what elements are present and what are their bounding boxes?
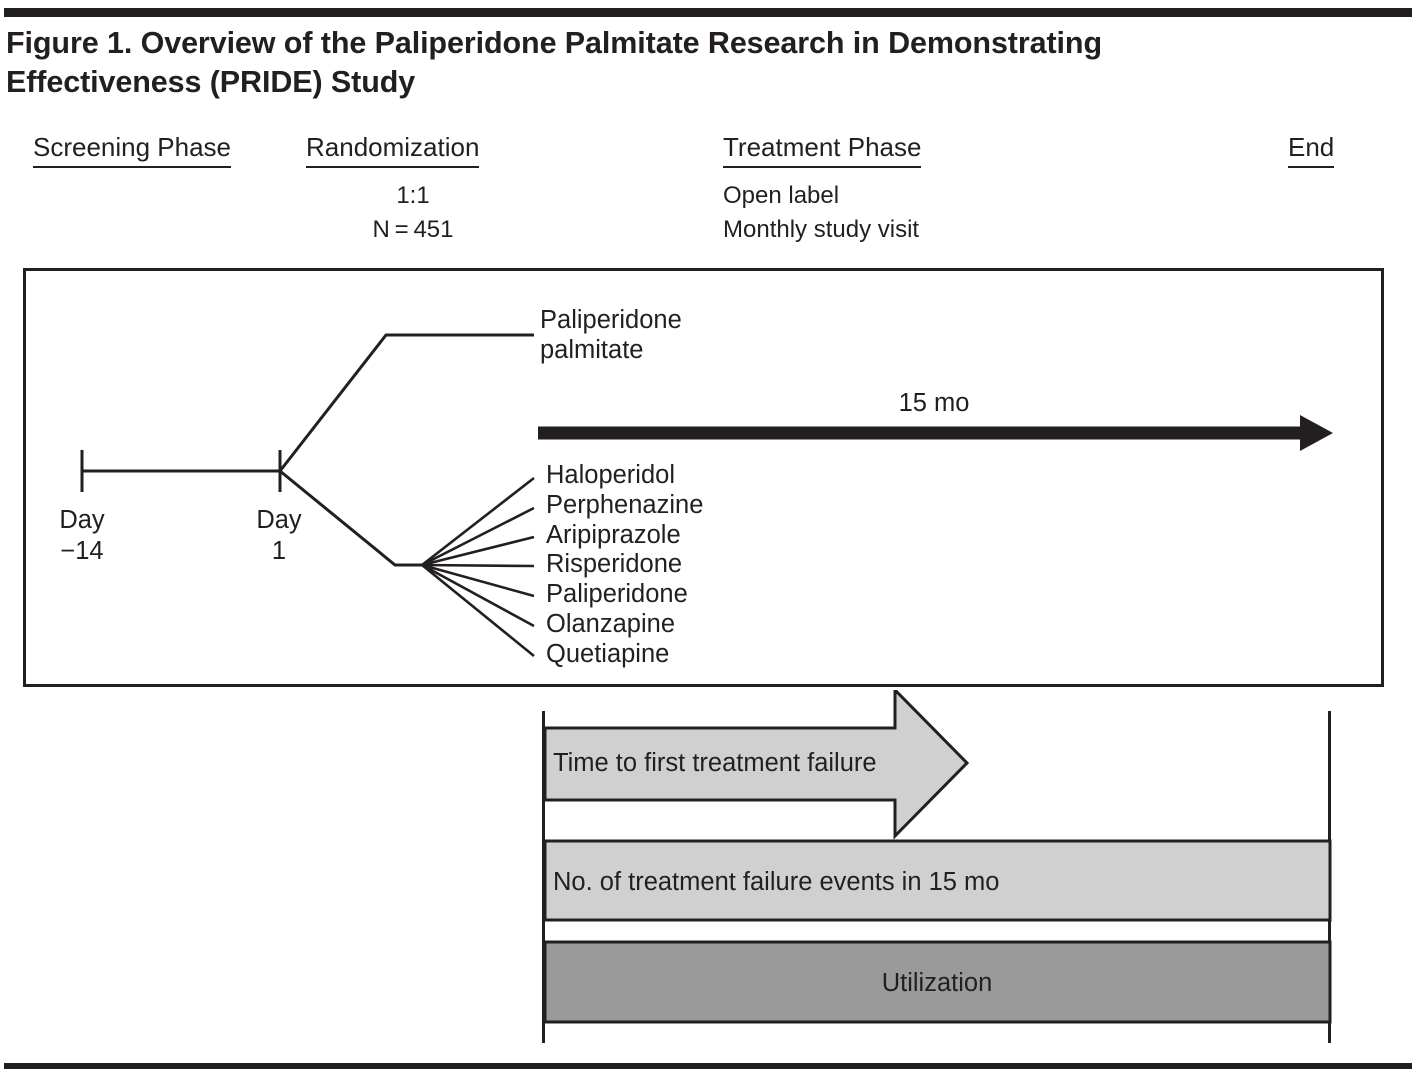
branch-comparator-fan (421, 476, 535, 658)
treatment-open-label: Open label (723, 182, 840, 209)
fan-line-aripiprazole (421, 535, 535, 567)
branch-comparator-trunk (279, 469, 422, 567)
screening-timeline (80, 450, 282, 492)
list-item: Aripiprazole (546, 520, 681, 549)
outcome-shape-number-of-failure-events (543, 839, 1332, 922)
outcome-label-utilization: Utilization (881, 969, 993, 997)
phase-header-end: End (1288, 132, 1335, 169)
list-item: Paliperidone (546, 580, 688, 609)
arm-intervention-line1: Paliperidone (540, 306, 682, 334)
fan-line-paliperidone (421, 563, 535, 598)
timeline-label-day-minus-14: Day −14 (22, 505, 142, 567)
day-1-line1: Day (256, 506, 302, 534)
outcome-shape-utilization (543, 940, 1332, 1024)
study-design-box (23, 268, 1384, 687)
randomization-ratio: 1:1 (396, 182, 430, 209)
fan-line-perphenazine (421, 506, 535, 567)
outcome-shape-time-to-first-failure (543, 690, 970, 840)
phase-header-randomization: Randomization (306, 132, 480, 169)
duration-label: 15 mo (898, 389, 970, 417)
treatment-monthly-visit: Monthly study visit (723, 216, 920, 243)
bottom-rule (4, 1063, 1412, 1069)
outcomes-graphics (542, 690, 1332, 1043)
randomization-sample-size: N = 451 (372, 216, 454, 243)
fan-line-olanzapine (421, 563, 535, 628)
branch-intervention (278, 333, 534, 472)
list-item: Haloperidol (546, 461, 675, 489)
fan-line-haloperidol (421, 476, 535, 567)
day-1-line2: 1 (271, 537, 287, 566)
arm-intervention-label: Paliperidone palmitate (540, 305, 682, 365)
list-item: Olanzapine (546, 609, 676, 638)
list-item: Perphenazine (546, 490, 704, 519)
timeline-label-day-1: Day 1 (219, 505, 339, 567)
phase-header-treatment: Treatment Phase (723, 132, 922, 169)
list-item: Risperidone (546, 550, 683, 579)
outcome-label-number-of-failure-events: No. of treatment failure events in 15 mo (553, 868, 1000, 896)
list-item: Quetiapine (546, 639, 670, 668)
study-design-lines (80, 333, 1333, 658)
day-minus-14-line1: Day (59, 506, 105, 534)
fan-line-quetiapine (421, 563, 535, 658)
outcome-label-time-to-first-failure: Time to first treatment failure (553, 749, 877, 777)
phase-header-screening: Screening Phase (33, 132, 232, 169)
figure-title: Figure 1. Overview of the Paliperidone P… (6, 26, 1102, 100)
arm-intervention-line2: palmitate (540, 336, 644, 365)
treatment-duration-arrow (538, 415, 1333, 451)
fan-line-risperidone (421, 563, 535, 568)
top-rule (4, 8, 1412, 17)
day-minus-14-line2: −14 (60, 537, 104, 566)
comparator-drug-list: Haloperidol Perphenazine Aripiprazole Ri… (546, 461, 703, 670)
